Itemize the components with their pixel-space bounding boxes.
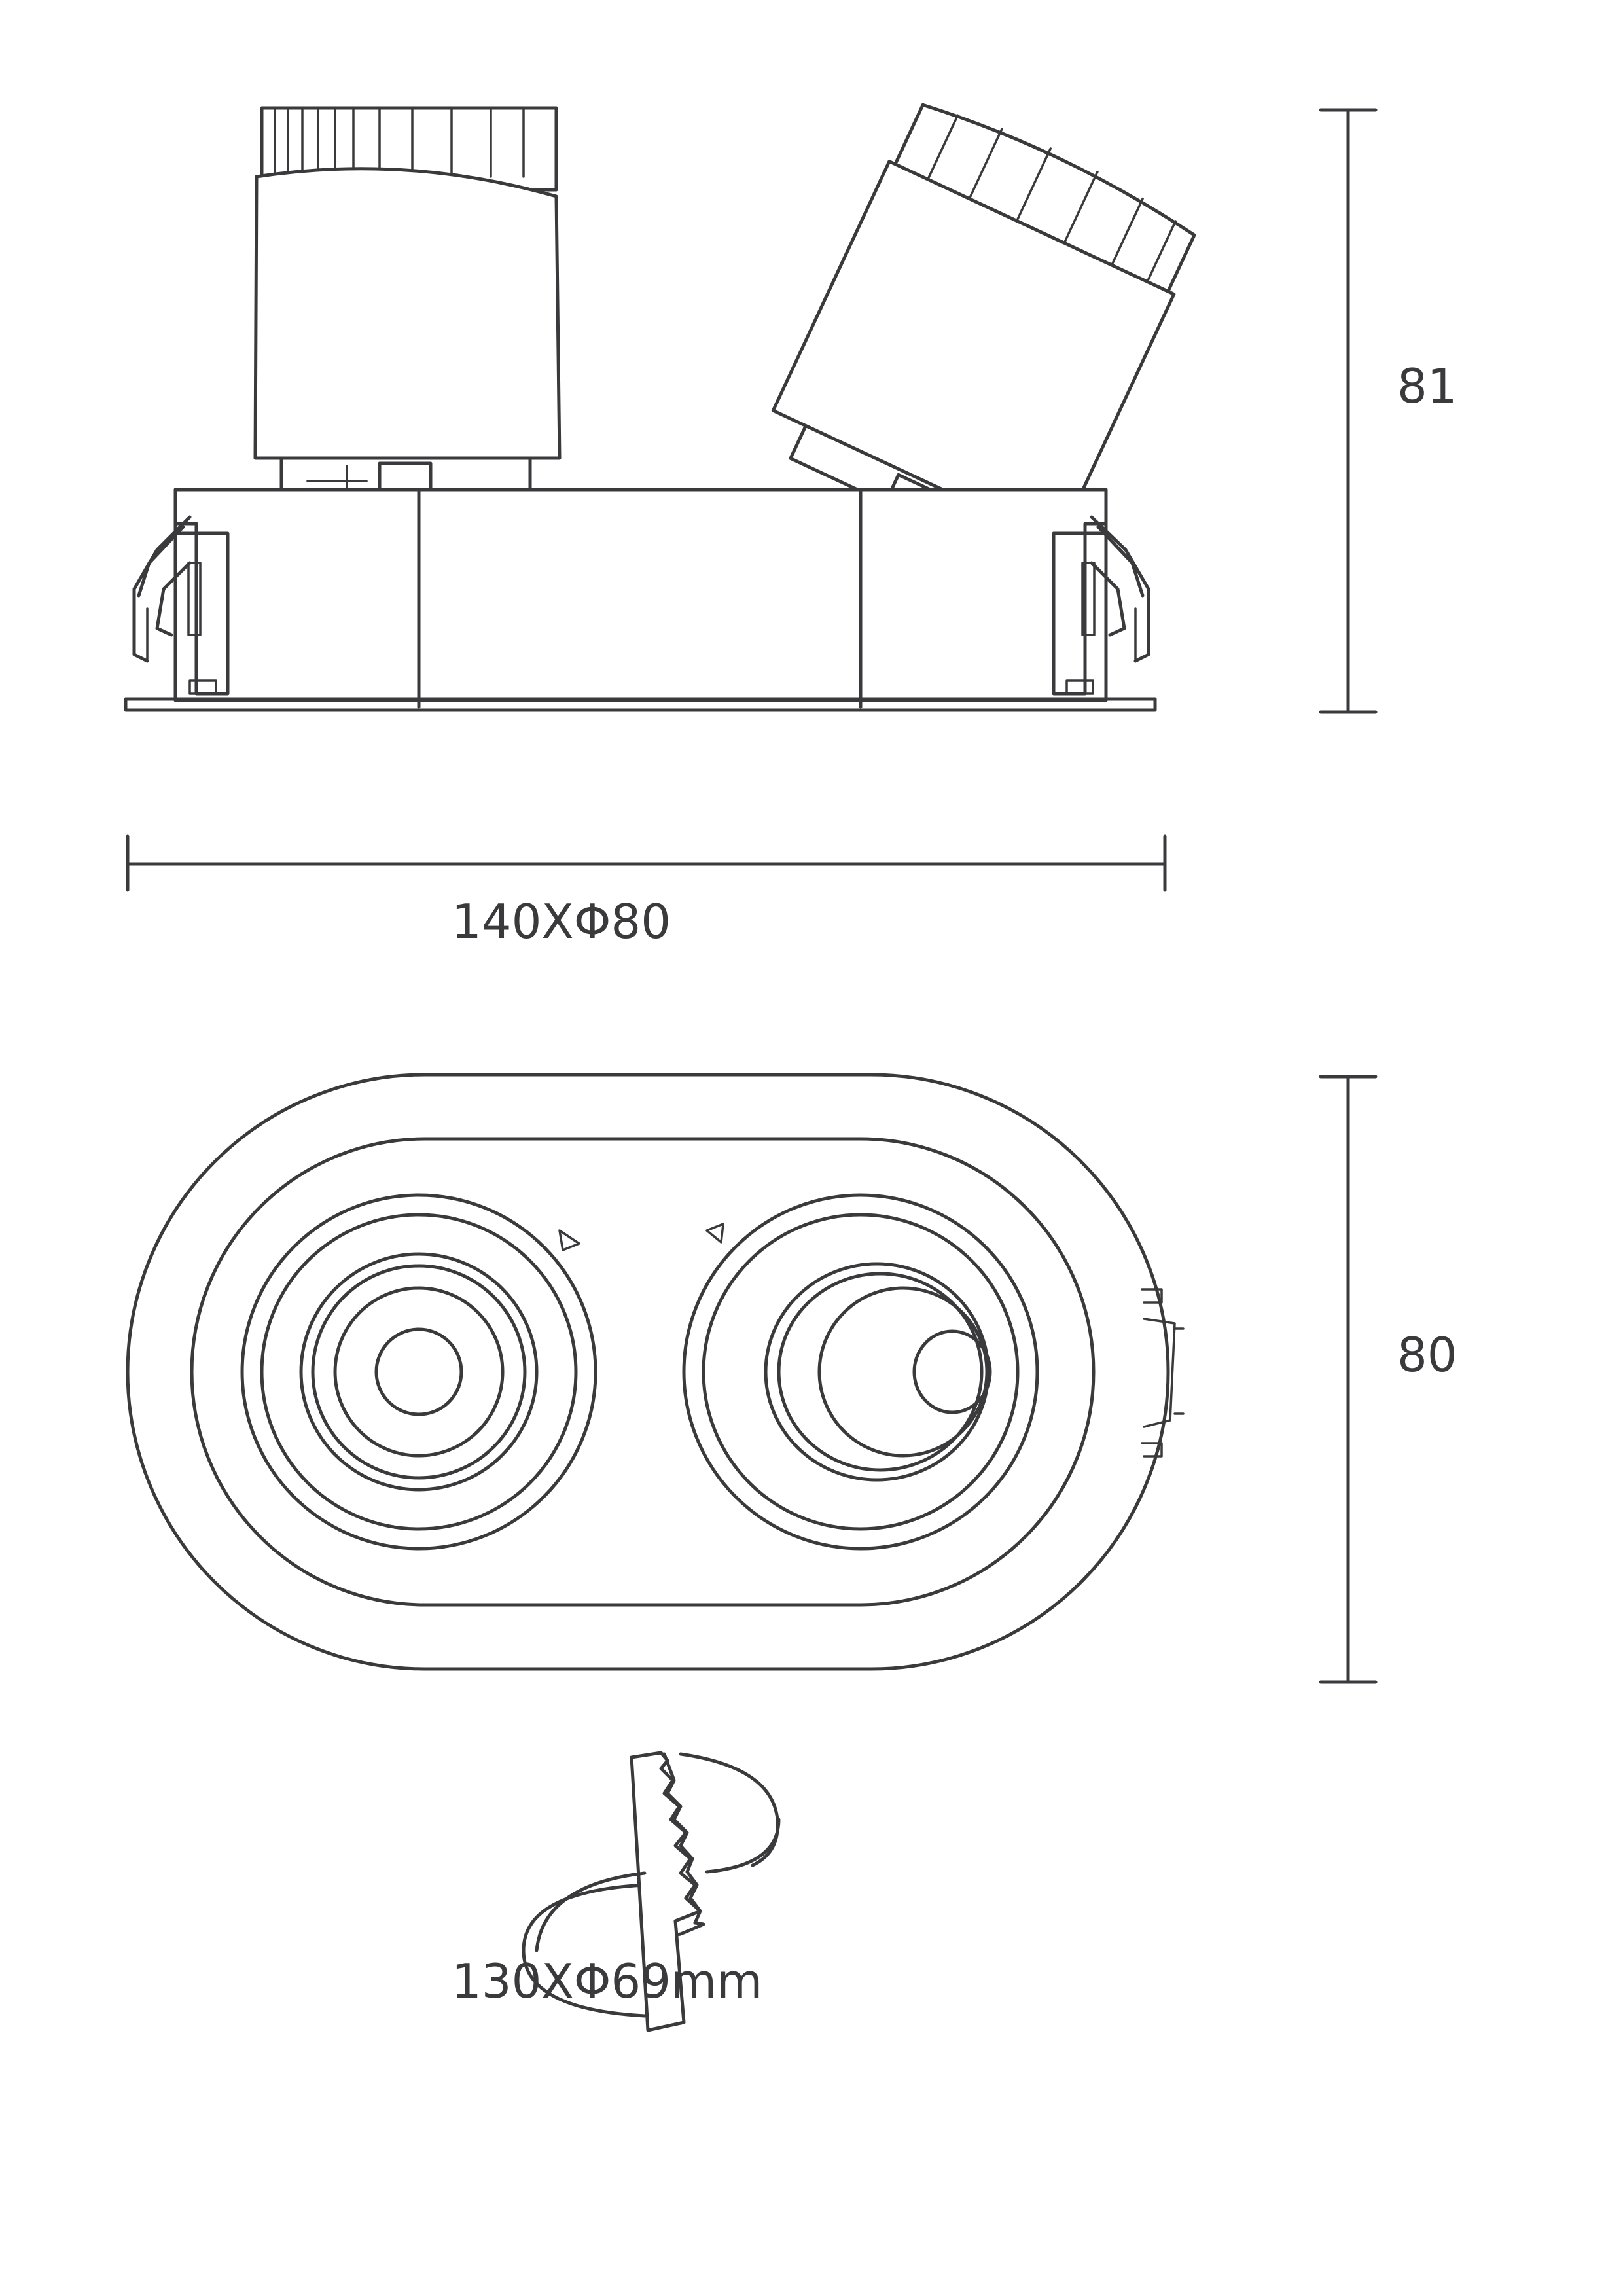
front-height-dimension-label: 80 xyxy=(1397,1327,1457,1382)
front-side-clips xyxy=(1141,1288,1185,1458)
height-dimension-label: 81 xyxy=(1397,359,1457,414)
width-dimension-line xyxy=(126,834,1167,892)
left-lens-assembly xyxy=(240,1193,597,1551)
left-spring-clip xyxy=(132,515,217,695)
height-dimension-line xyxy=(1319,108,1378,714)
ceiling-cutout-icon-detail xyxy=(535,1751,781,2032)
width-dimension-label: 140XΦ80 xyxy=(452,894,671,949)
mounting-frame xyxy=(124,488,1157,712)
right-spring-clip xyxy=(1065,515,1150,695)
right-lens-assembly xyxy=(682,1193,1039,1551)
left-lamp-housing xyxy=(253,106,562,492)
outer-trim-ring xyxy=(126,1073,1170,1671)
inner-trim-ring xyxy=(190,1137,1096,1607)
front-height-dimension-line xyxy=(1319,1075,1378,1684)
front-view: 80 xyxy=(126,1073,1457,1684)
cutout-size-label: 130XΦ69mm xyxy=(452,1954,762,2009)
side-view: 81 140XΦ80 xyxy=(124,103,1457,949)
